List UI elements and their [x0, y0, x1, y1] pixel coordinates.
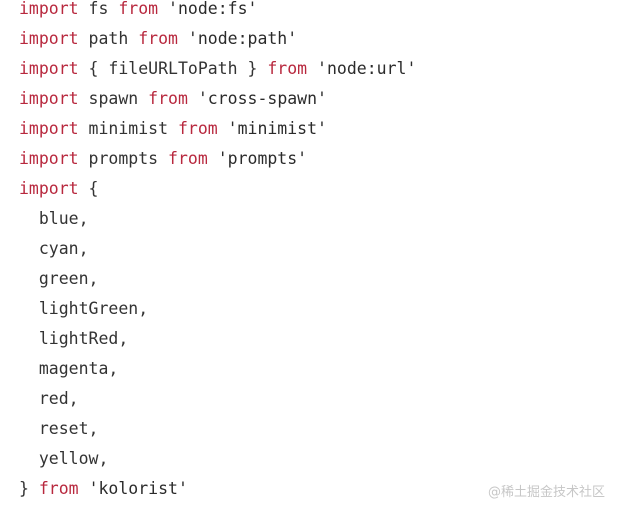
- string-token: 'node:path': [187, 29, 298, 48]
- code-token: reset,: [19, 419, 99, 438]
- keyword-token: from: [267, 59, 308, 78]
- code-token: minimist: [78, 119, 178, 138]
- code-line: import path from 'node:path': [19, 24, 416, 54]
- string-token: 'kolorist': [88, 479, 188, 498]
- code-token: red,: [19, 389, 79, 408]
- keyword-token: import: [19, 29, 79, 48]
- string-token: 'node:url': [317, 59, 417, 78]
- code-token: [307, 59, 317, 78]
- keyword-token: import: [19, 149, 79, 168]
- code-block: import fs from 'node:fs'import path from…: [19, 0, 416, 504]
- keyword-token: from: [138, 29, 178, 48]
- code-line: lightGreen,: [19, 294, 416, 324]
- code-token: [188, 89, 198, 108]
- code-token: prompts: [78, 149, 169, 168]
- code-token: green,: [19, 269, 99, 288]
- code-token: {: [78, 179, 99, 198]
- code-line: magenta,: [19, 354, 416, 384]
- keyword-token: import: [19, 179, 79, 198]
- code-token: [158, 0, 168, 18]
- code-token: [208, 149, 218, 168]
- code-token: blue,: [19, 209, 89, 228]
- code-line: import minimist from 'minimist': [19, 114, 416, 144]
- keyword-token: from: [38, 479, 79, 498]
- code-token: [218, 119, 228, 138]
- code-line: } from 'kolorist': [19, 474, 416, 504]
- code-line: cyan,: [19, 234, 416, 264]
- string-token: 'node:fs': [168, 0, 258, 18]
- code-token: { fileURLToPath }: [78, 59, 268, 78]
- code-token: [79, 479, 89, 498]
- code-token: magenta,: [19, 359, 119, 378]
- code-line: blue,: [19, 204, 416, 234]
- code-token: cyan,: [19, 239, 89, 258]
- code-token: path: [78, 29, 139, 48]
- keyword-token: from: [168, 149, 208, 168]
- keyword-token: from: [148, 89, 188, 108]
- code-token: fs: [78, 0, 119, 18]
- code-token: lightRed,: [19, 329, 129, 348]
- code-token: }: [19, 479, 39, 498]
- code-line: green,: [19, 264, 416, 294]
- keyword-token: from: [118, 0, 159, 18]
- code-line: reset,: [19, 414, 416, 444]
- code-token: spawn: [78, 89, 149, 108]
- code-line: red,: [19, 384, 416, 414]
- string-token: 'cross-spawn': [197, 89, 327, 108]
- keyword-token: import: [19, 89, 79, 108]
- string-token: 'prompts': [217, 149, 308, 168]
- keyword-token: import: [19, 0, 79, 18]
- code-line: import { fileURLToPath } from 'node:url': [19, 54, 416, 84]
- keyword-token: import: [19, 119, 79, 138]
- code-line: import spawn from 'cross-spawn': [19, 84, 416, 114]
- code-token: [178, 29, 188, 48]
- code-line: lightRed,: [19, 324, 416, 354]
- string-token: 'minimist': [227, 119, 327, 138]
- code-token: lightGreen,: [19, 299, 149, 318]
- code-line: import fs from 'node:fs': [19, 0, 416, 24]
- keyword-token: from: [177, 119, 218, 138]
- keyword-token: import: [19, 59, 79, 78]
- code-line: yellow,: [19, 444, 416, 474]
- code-token: yellow,: [19, 449, 109, 468]
- code-line: import {: [19, 174, 416, 204]
- code-line: import prompts from 'prompts': [19, 144, 416, 174]
- watermark: @稀土掘金技术社区: [487, 485, 605, 500]
